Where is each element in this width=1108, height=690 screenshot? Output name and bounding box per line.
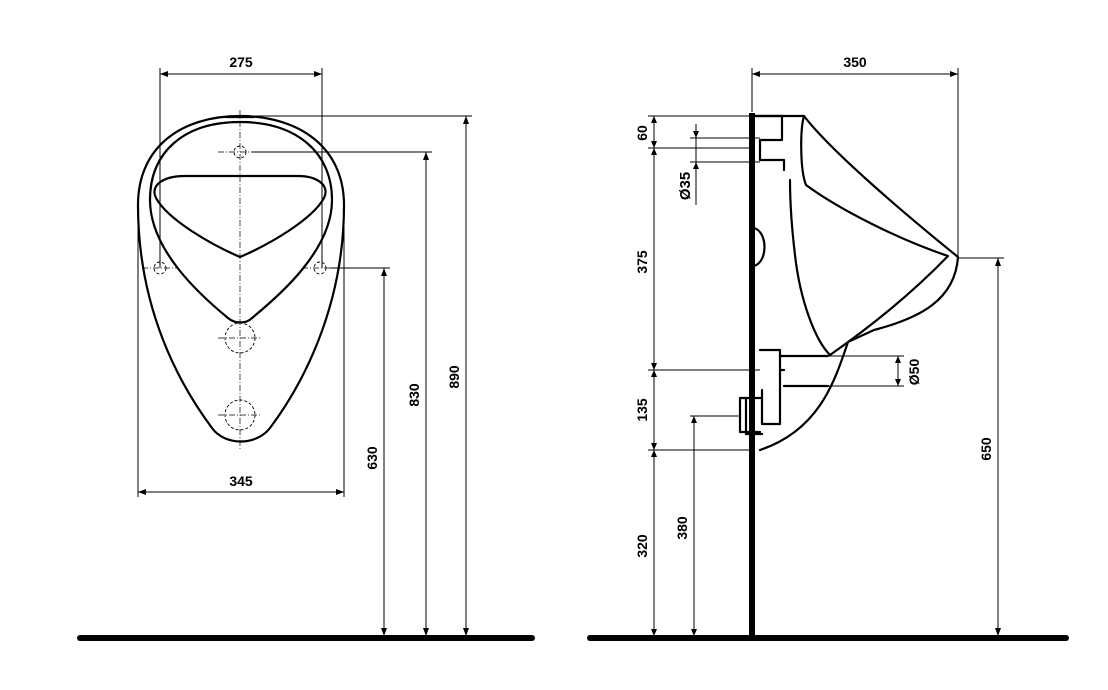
dim-35-label: Ø35 bbox=[677, 172, 694, 200]
dim-375-arrow-top bbox=[651, 148, 657, 155]
dim-50-label: Ø50 bbox=[906, 359, 922, 386]
dim-380-label: 380 bbox=[674, 516, 690, 540]
side-body-outline bbox=[752, 114, 960, 452]
dim-380-arrow-top bbox=[691, 416, 697, 423]
dim-890-label: 890 bbox=[446, 365, 462, 389]
side-inlet-connector bbox=[752, 114, 786, 172]
dim-650-label: 650 bbox=[978, 437, 994, 461]
dim-135-arrow-top bbox=[651, 370, 657, 377]
dim-275-label: 275 bbox=[229, 54, 253, 70]
side-view: 350 60 375 135 320 Ø35 380 bbox=[587, 54, 1069, 641]
front-view: 275 345 630 830 890 bbox=[77, 54, 535, 641]
dim-345-arrow-left bbox=[138, 489, 146, 495]
dim-630-arrow-bottom bbox=[381, 628, 387, 636]
dim-60-arrow-bottom bbox=[651, 141, 657, 148]
dim-135-arrow-bottom bbox=[651, 443, 657, 450]
dim-320-label: 320 bbox=[634, 534, 650, 558]
dim-380-arrow-bottom bbox=[691, 629, 697, 636]
dim-50-arrow-top bbox=[895, 356, 901, 363]
side-bowl-inner bbox=[788, 114, 950, 357]
dim-350-arrow-right bbox=[950, 71, 958, 77]
dim-35-arrow-top bbox=[693, 131, 699, 138]
dim-830-arrow-bottom bbox=[423, 628, 429, 636]
dim-345-arrow-right bbox=[336, 489, 344, 495]
dim-60-label: 60 bbox=[634, 125, 650, 141]
dim-650-arrow-bottom bbox=[995, 628, 1001, 636]
side-trap-body bbox=[744, 388, 764, 436]
dim-630-label: 630 bbox=[364, 446, 380, 470]
dim-630-arrow-top bbox=[381, 268, 387, 276]
dim-35-arrow-bottom bbox=[693, 162, 699, 169]
dim-375-arrow-bottom bbox=[651, 363, 657, 370]
side-mount-bump bbox=[752, 226, 766, 268]
dim-320-arrow-top bbox=[651, 450, 657, 457]
dim-320-arrow-bottom bbox=[651, 629, 657, 636]
dim-345-label: 345 bbox=[229, 473, 253, 489]
dim-650-arrow-top bbox=[995, 258, 1001, 266]
dim-275-arrow-right bbox=[314, 71, 322, 77]
dim-350-arrow-left bbox=[752, 71, 760, 77]
dim-830-arrow-top bbox=[423, 152, 429, 160]
dim-890-arrow-bottom bbox=[463, 628, 469, 636]
dim-50-arrow-bottom bbox=[895, 379, 901, 386]
dim-890-arrow-top bbox=[463, 116, 469, 124]
side-outlet-assembly bbox=[738, 348, 830, 434]
dim-60-arrow-top bbox=[651, 116, 657, 123]
dim-375-label: 375 bbox=[634, 250, 650, 274]
front-inner-rim bbox=[148, 120, 334, 324]
dim-350-label: 350 bbox=[843, 54, 867, 70]
dim-275-arrow-left bbox=[160, 71, 168, 77]
front-outer-outline bbox=[136, 114, 346, 443]
dim-830-label: 830 bbox=[406, 383, 422, 407]
dim-135-label: 135 bbox=[634, 398, 650, 422]
